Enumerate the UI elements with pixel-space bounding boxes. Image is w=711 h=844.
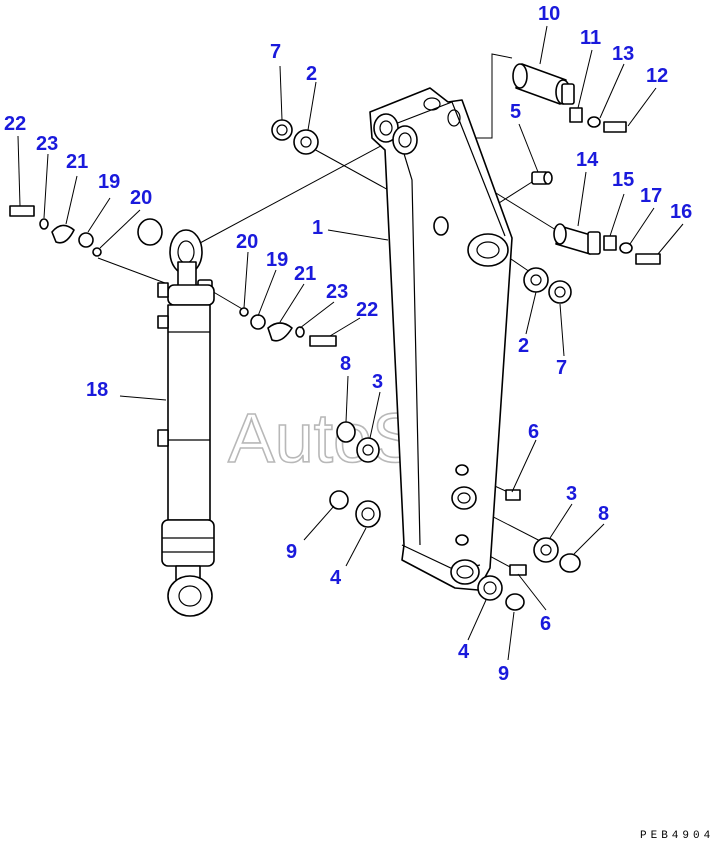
bolt-part-22-right	[309, 335, 337, 347]
ring-part-19-right	[250, 314, 266, 330]
seal-part-9-left	[329, 490, 349, 510]
seal-part-8-right	[559, 553, 581, 573]
callout-20-right: 20	[236, 231, 258, 253]
callout-18: 18	[86, 379, 108, 401]
bushing-part-4-right	[477, 575, 503, 601]
callout-23-right: 23	[326, 281, 348, 303]
callout-1: 1	[312, 217, 323, 239]
callout-22-left: 22	[4, 113, 26, 135]
bushing-left	[137, 218, 163, 246]
callout-2-lower: 2	[518, 335, 529, 357]
shim-part-20-right	[239, 307, 249, 317]
callout-10: 10	[538, 3, 560, 25]
callout-21-right: 21	[294, 263, 316, 285]
callout-11: 11	[580, 27, 601, 49]
callout-20-left: 20	[130, 187, 152, 209]
bushing-part-3-left	[356, 437, 380, 463]
callout-19-left: 19	[98, 171, 120, 193]
leader-line	[97, 257, 166, 284]
callout-23-left: 23	[36, 133, 58, 155]
plate-part-15	[603, 235, 617, 251]
bolt-part-12	[603, 121, 627, 133]
clip-part-21-left	[51, 224, 75, 244]
callout-9-upper: 9	[286, 541, 297, 563]
bushing-part-2-upper	[293, 129, 319, 155]
callout-12: 12	[646, 65, 668, 87]
callout-14: 14	[576, 149, 599, 171]
seal-part-8-left	[336, 421, 356, 443]
callout-6-upper: 6	[528, 421, 539, 443]
callout-21-left: 21	[66, 151, 88, 173]
grease-fitting-part-5	[531, 171, 553, 185]
grease-fitting-part-6-upper	[505, 489, 521, 501]
clip-part-21-right	[267, 322, 293, 342]
reference-code: PEB4904	[640, 830, 711, 842]
seal-part-9-right	[505, 593, 525, 611]
callout-7-upper: 7	[270, 41, 281, 63]
bushing-part-3-right	[533, 537, 559, 563]
callout-2-upper: 2	[306, 63, 317, 85]
grease-fitting-part-6-lower	[509, 564, 527, 576]
callout-6-lower: 6	[540, 613, 551, 635]
bolt-part-22-left	[9, 205, 35, 217]
washer-part-23-left	[39, 218, 49, 230]
callout-8-upper: 8	[340, 353, 351, 375]
bushing-part-2-lower	[523, 267, 549, 293]
pin-part-14	[553, 223, 601, 255]
leader-line	[209, 289, 245, 311]
callout-13: 13	[612, 43, 634, 65]
callout-4-lower: 4	[458, 641, 470, 663]
boom-part-1	[369, 87, 513, 591]
plate-part-11	[569, 107, 583, 123]
washer-part-17	[619, 242, 633, 254]
callout-19-right: 19	[266, 249, 288, 271]
callout-16: 16	[670, 201, 692, 223]
callout-17: 17	[640, 185, 662, 207]
leader-line	[199, 139, 393, 244]
callout-leaders	[17, 25, 684, 661]
callout-22-right: 22	[356, 299, 378, 321]
pin-part-10	[512, 63, 575, 105]
seal-part-7-lower	[548, 280, 572, 304]
callout-7-lower: 7	[556, 357, 567, 379]
callout-5: 5	[510, 101, 521, 123]
seal-part-7-upper	[271, 119, 293, 141]
bolt-part-16	[635, 253, 661, 265]
bushing-part-4-left	[355, 500, 381, 528]
callout-9-lower: 9	[498, 663, 509, 685]
washer-part-13	[587, 116, 601, 128]
callout-4-upper: 4	[330, 567, 342, 589]
washer-part-23-right	[295, 326, 305, 338]
callout-15: 15	[612, 169, 634, 191]
cylinder-part-18	[157, 229, 215, 617]
callout-8-lower: 8	[598, 503, 609, 525]
shim-part-20-left	[92, 247, 102, 257]
ring-part-19-left	[78, 232, 94, 248]
callout-3-lower: 3	[566, 483, 577, 505]
callout-3-upper: 3	[372, 371, 383, 393]
